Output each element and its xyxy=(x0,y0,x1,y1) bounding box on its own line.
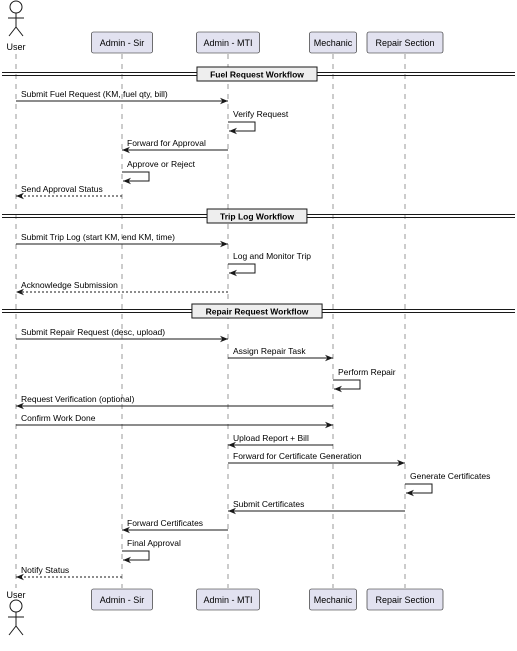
participant-label: Admin - Sir xyxy=(100,595,145,605)
actor-leg-right xyxy=(15,26,24,37)
actor-leg-right xyxy=(15,625,24,636)
message-20: Notify Status xyxy=(16,565,122,581)
participant-admin_mti-top: Admin - MTI xyxy=(196,31,260,54)
message-label: Request Verification (optional) xyxy=(21,394,135,404)
self-message-arrow xyxy=(122,171,150,185)
message-5: Send Approval Status xyxy=(16,184,122,200)
message-label: Approve or Reject xyxy=(127,159,196,169)
participant-mechanic-top: Mechanic xyxy=(309,31,357,54)
participant-admin_sir-top: Admin - Sir xyxy=(91,31,153,54)
message-3: Forward for Approval xyxy=(122,138,228,154)
section-label-box xyxy=(196,66,318,82)
message-15: Forward for Certificate Generation xyxy=(228,451,405,467)
message-14: Upload Report + Bill xyxy=(228,433,333,449)
message-label: Final Approval xyxy=(127,538,181,548)
section-label: Trip Log Workflow xyxy=(220,212,294,222)
message-4: Approve or Reject xyxy=(122,159,196,185)
message-label: Perform Repair xyxy=(338,367,396,377)
message-label: Verify Request xyxy=(233,109,289,119)
message-19: Final Approval xyxy=(122,538,181,564)
message-label: Forward Certificates xyxy=(127,518,203,528)
message-17: Submit Certificates xyxy=(228,499,405,515)
participant-box xyxy=(91,588,153,611)
participant-label: Mechanic xyxy=(314,38,353,48)
section-divider-2: Trip Log Workflow xyxy=(2,208,515,224)
participant-repair_section-top: Repair Section xyxy=(366,31,444,54)
participant-box xyxy=(309,588,357,611)
participant-label: Repair Section xyxy=(375,595,434,605)
message-label: Assign Repair Task xyxy=(233,346,306,356)
participant-admin_sir-bottom: Admin - Sir xyxy=(91,588,153,611)
message-label: Confirm Work Done xyxy=(21,413,96,423)
message-label: Submit Fuel Request (KM, fuel qty, bill) xyxy=(21,89,168,99)
message-label: Upload Report + Bill xyxy=(233,433,309,443)
participant-box xyxy=(196,31,260,54)
participant-user-bottom-icon xyxy=(8,599,24,636)
message-11: Perform Repair xyxy=(333,367,396,393)
message-label: Notify Status xyxy=(21,565,69,575)
message-label: Forward for Certificate Generation xyxy=(233,451,362,461)
section-label-box xyxy=(191,303,323,319)
message-label: Generate Certificates xyxy=(410,471,490,481)
participant-box xyxy=(309,31,357,54)
section-divider-1: Fuel Request Workflow xyxy=(2,66,515,82)
participant-label: Mechanic xyxy=(314,595,353,605)
section-label: Repair Request Workflow xyxy=(206,307,309,317)
self-message-arrow xyxy=(405,483,433,497)
message-label: Send Approval Status xyxy=(21,184,103,194)
participant-user-top-icon xyxy=(8,0,24,37)
message-1: Submit Fuel Request (KM, fuel qty, bill) xyxy=(16,89,228,105)
message-2: Verify Request xyxy=(228,109,289,135)
participant-box xyxy=(91,31,153,54)
message-10: Assign Repair Task xyxy=(228,346,333,362)
participant-label: Admin - MTI xyxy=(203,38,252,48)
participant-mechanic-bottom: Mechanic xyxy=(309,588,357,611)
message-12: Request Verification (optional) xyxy=(16,394,333,410)
participant-admin_mti-bottom: Admin - MTI xyxy=(196,588,260,611)
message-16: Generate Certificates xyxy=(405,471,490,497)
message-9: Submit Repair Request (desc, upload) xyxy=(16,327,228,343)
message-label: Submit Trip Log (start KM, end KM, time) xyxy=(21,232,175,242)
message-13: Confirm Work Done xyxy=(16,413,333,429)
message-7: Log and Monitor Trip xyxy=(228,251,311,277)
section-divider-3: Repair Request Workflow xyxy=(2,303,515,319)
message-label: Log and Monitor Trip xyxy=(233,251,311,261)
message-8: Acknowledge Submission xyxy=(16,280,228,296)
actor-leg-left xyxy=(8,625,17,636)
section-label: Fuel Request Workflow xyxy=(210,70,304,80)
participant-repair_section-bottom: Repair Section xyxy=(366,588,444,611)
self-message-arrow xyxy=(333,379,361,393)
self-message-arrow xyxy=(228,263,256,277)
self-message-arrow xyxy=(122,550,150,564)
message-label: Forward for Approval xyxy=(127,138,206,148)
message-label: Submit Certificates xyxy=(233,499,304,509)
message-18: Forward Certificates xyxy=(122,518,228,534)
self-message-arrow xyxy=(228,121,256,135)
participant-user-top-label: User xyxy=(6,42,25,52)
participant-box xyxy=(366,31,444,54)
participant-user-bottom-label: User xyxy=(6,590,25,600)
participant-label: Repair Section xyxy=(375,38,434,48)
actor-leg-left xyxy=(8,26,17,37)
message-label: Acknowledge Submission xyxy=(21,280,118,290)
message-6: Submit Trip Log (start KM, end KM, time) xyxy=(16,232,228,248)
participant-label: Admin - MTI xyxy=(203,595,252,605)
section-label-box xyxy=(206,208,308,224)
actor-head xyxy=(9,599,23,613)
participant-box xyxy=(366,588,444,611)
participant-label: Admin - Sir xyxy=(100,38,145,48)
actor-head xyxy=(9,0,23,14)
participant-box xyxy=(196,588,260,611)
message-label: Submit Repair Request (desc, upload) xyxy=(21,327,165,337)
